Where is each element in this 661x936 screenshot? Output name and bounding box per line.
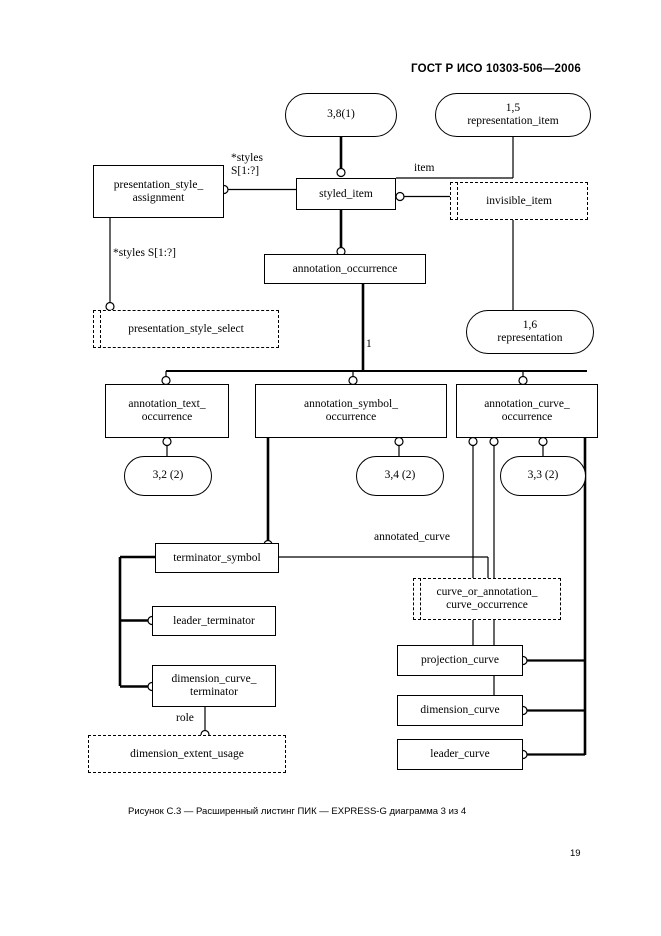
entity-annotation-text-occurrence: annotation_text_ occurrence [105,384,229,438]
entity-leader-curve: leader_curve [397,739,523,770]
entity-dimension-curve: dimension_curve [397,695,523,726]
circle-curve-occurrence-ref33 [538,436,548,447]
figure-caption: Рисунок С.3 — Расширенный листинг ПИК — … [128,806,467,817]
entity-dimension-extent-usage: dimension_extent_usage [88,735,286,773]
page-ref-34-2: 3,4 (2) [356,456,444,496]
entity-presentation-style-assignment: presentation_style_ assignment [93,165,224,218]
label-cardinality-one: 1 [366,338,372,350]
entity-terminator-symbol: terminator_symbol [155,543,279,573]
entity-annotation-occurrence: annotation_occurrence [264,254,426,284]
circle-text-occurrence-bottom [162,436,172,447]
page-ref-16-representation: 1,6 representation [466,310,594,354]
circle-curve-occurrence-leg1 [468,436,478,447]
circle-styled-item-right [395,191,405,202]
entity-dimension-curve-terminator: dimension_curve_ terminator [152,665,276,707]
circle-curve-occurrence-leg2 [489,436,499,447]
entity-curve-or-annotation-curve-occurrence: curve_or_annotation_ curve_occurrence [413,578,561,620]
entity-styled-item: styled_item [296,178,396,210]
entity-projection-curve: projection_curve [397,645,523,676]
page-ref-38-1: 3,8(1) [285,93,397,137]
entity-leader-terminator: leader_terminator [152,606,276,636]
label-item: item [414,162,435,174]
page-number: 19 [570,848,581,859]
page-ref-32-2: 3,2 (2) [124,456,212,496]
entity-presentation-style-select: presentation_style_select [93,310,279,348]
select-bar-presentation-style-select [100,310,101,348]
select-bar-invisible-item [457,182,458,220]
entity-annotation-curve-occurrence: annotation_curve_ occurrence [456,384,598,438]
document-header: ГОСТ Р ИСО 10303-506—2006 [411,63,581,75]
page-ref-15-representation-item: 1,5 representation_item [435,93,591,137]
entity-invisible-item: invisible_item [450,182,588,220]
entity-annotation-symbol-occurrence: annotation_symbol_ occurrence [255,384,447,438]
select-bar-curve-or-annotation-curve-occurrence [420,578,421,620]
label-annotated-curve: annotated_curve [374,531,450,543]
page-ref-33-2: 3,3 (2) [500,456,586,496]
circle-styled-item-top [336,167,346,178]
label-role: role [176,712,194,724]
label-styles-top: *styles S[1:?] [231,152,263,177]
circle-symbol-occurrence-bottom [394,436,404,447]
label-styles-left: *styles S[1:?] [113,247,176,259]
